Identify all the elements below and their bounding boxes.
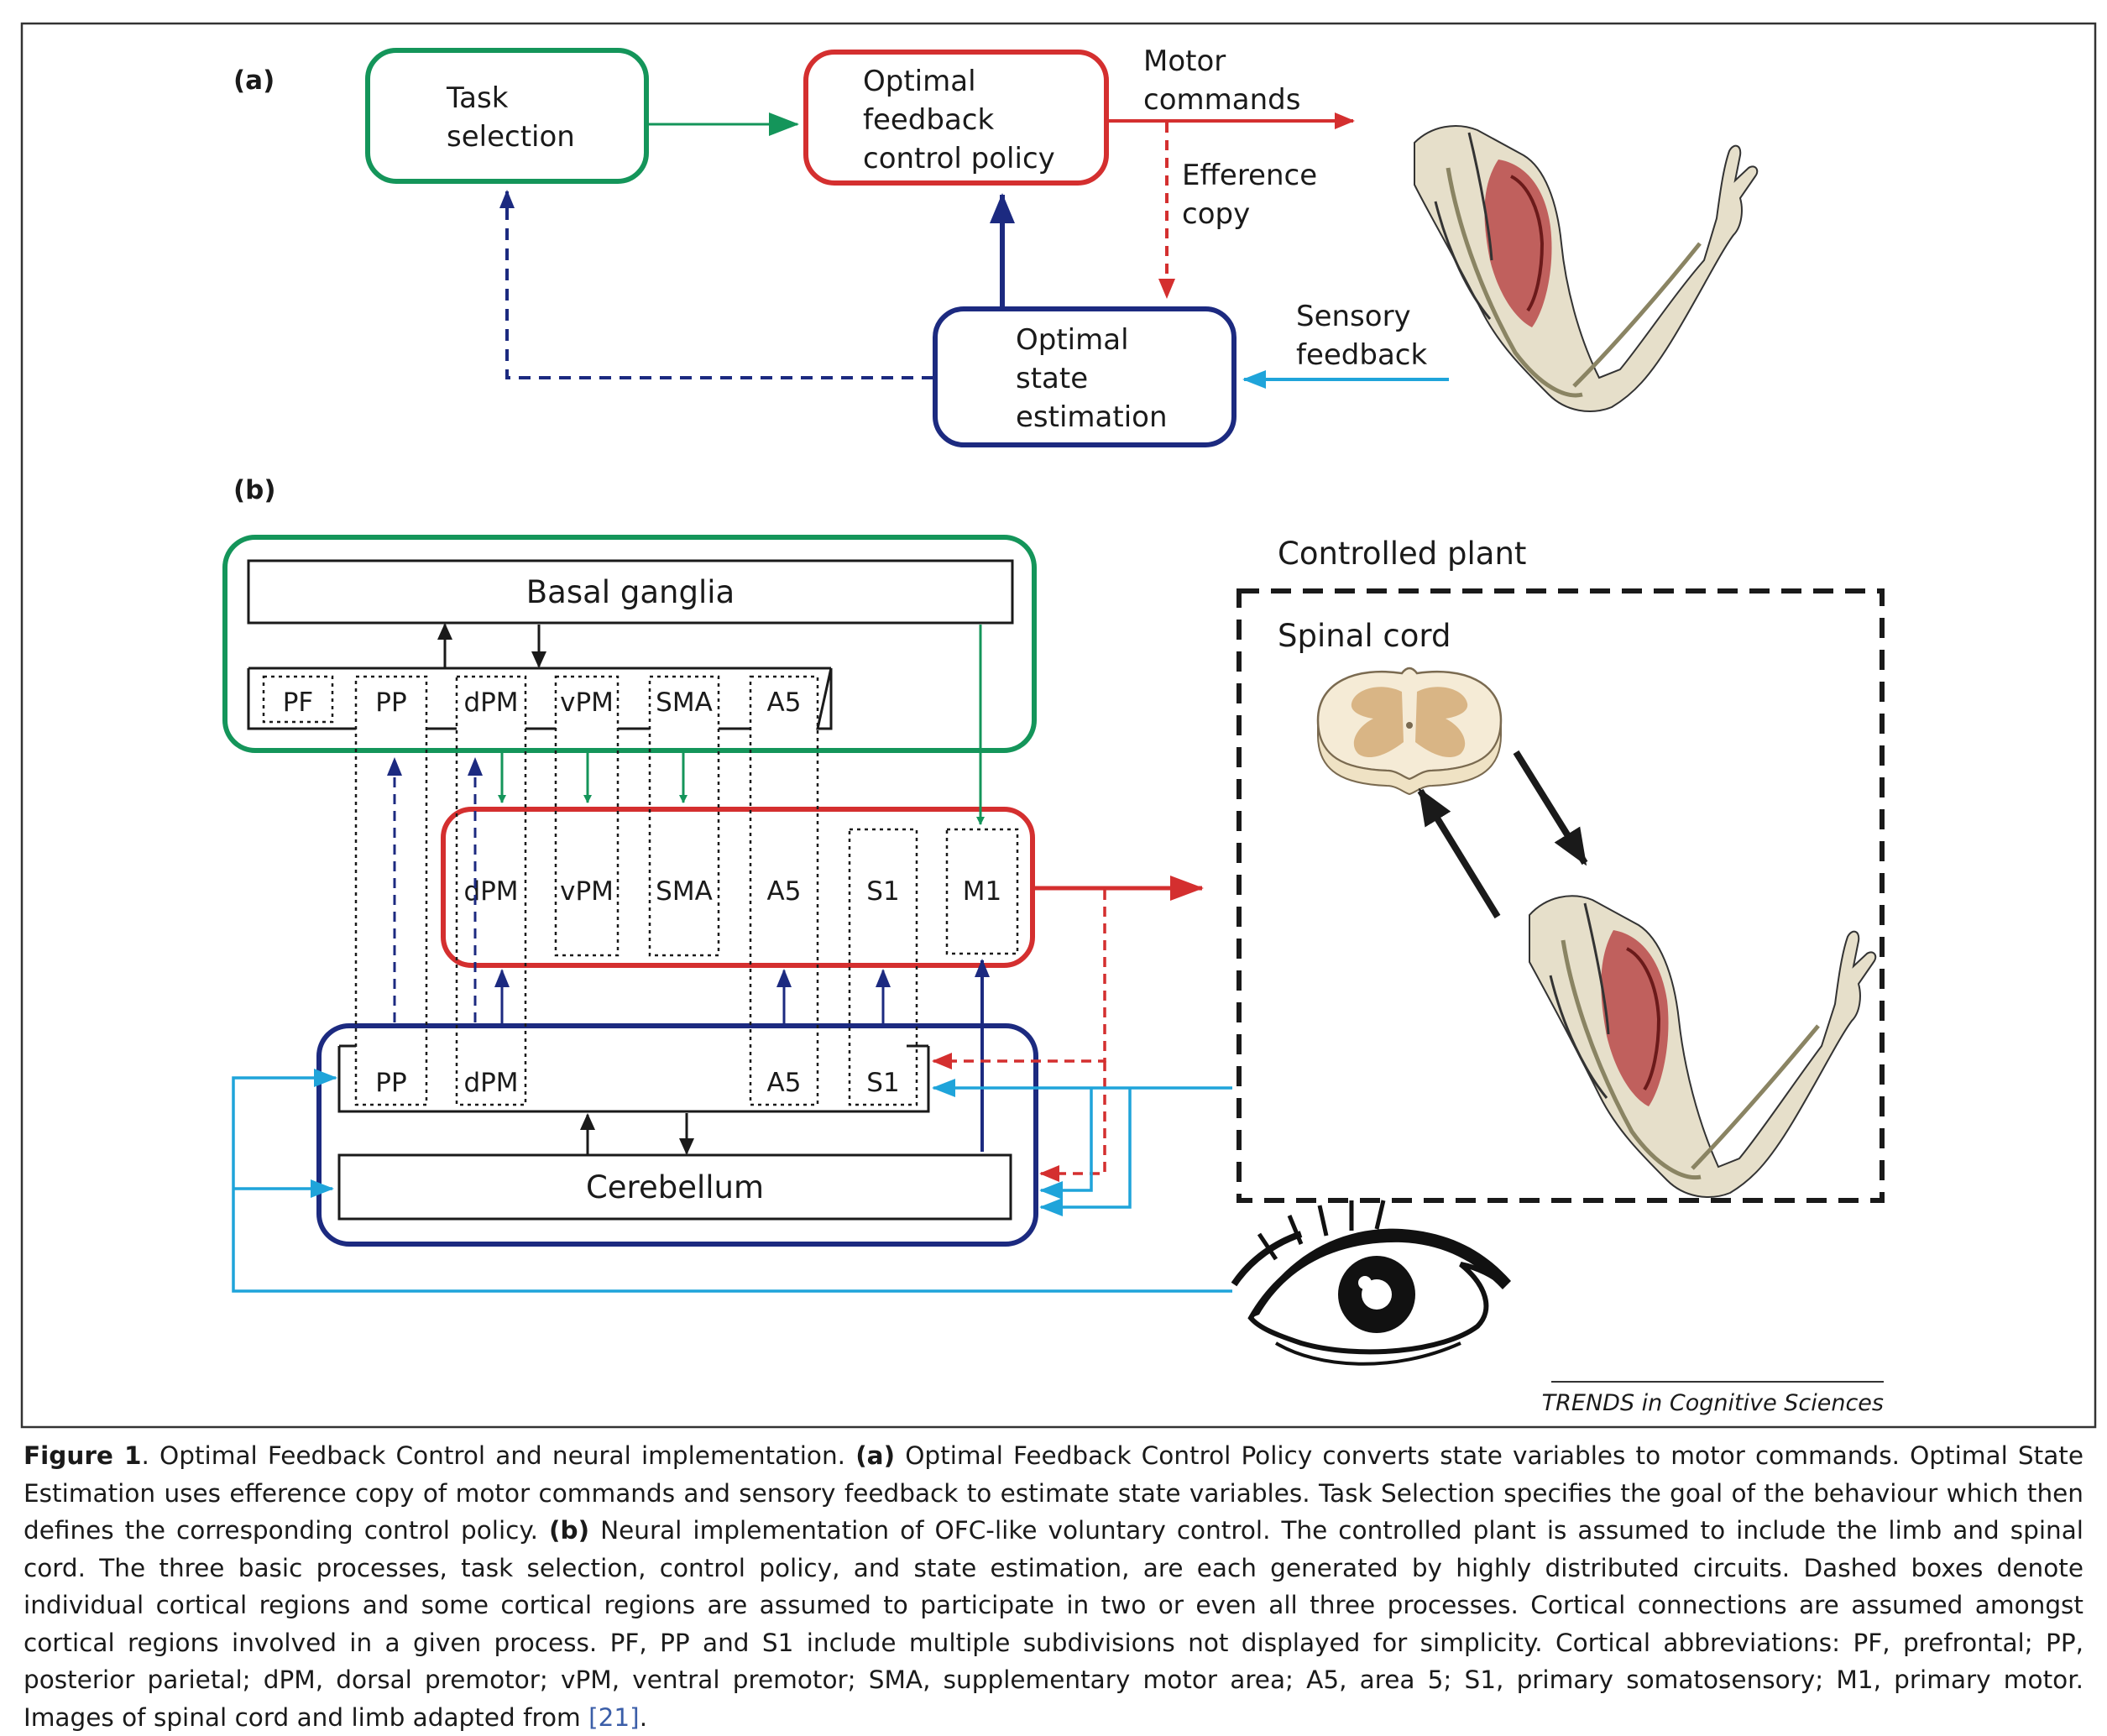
eye-illustration [1231, 1200, 1511, 1366]
region-label-dpm: dPM [463, 876, 518, 907]
label-line: Task [446, 81, 509, 115]
region-label-pp: PP [375, 688, 406, 718]
figure-diagram: (a) Task selection Optimal feedback control… [20, 22, 2097, 1429]
green-region-labels: PF PP dPM vPM SMA A5 [283, 688, 802, 718]
label-line: Motor [1143, 44, 1226, 78]
region-label-sma: SMA [656, 688, 713, 718]
control-policy-box [803, 50, 1109, 186]
region-label-a5: A5 [767, 1068, 802, 1098]
region-label-a5: A5 [767, 688, 802, 718]
region-label-pf: PF [283, 688, 314, 718]
region-label-sma: SMA [656, 876, 713, 907]
label-line: Efference [1182, 159, 1317, 192]
region-label-vpm: vPM [560, 688, 614, 718]
sensory-feedback-label: Sensory feedback [1296, 300, 1427, 372]
blue-region-labels: PP dPM A5 S1 [375, 1068, 899, 1098]
basal-ganglia-label: Basal ganglia [526, 574, 735, 610]
blue-cortex-bar [337, 1046, 930, 1113]
sensory-input-arrows [232, 1069, 1232, 1293]
green-cortex-bar [247, 667, 833, 730]
label-line: control policy [863, 142, 1055, 175]
label-line: selection [447, 120, 575, 154]
red-region-labels: dPM vPM SMA A5 S1 M1 [463, 876, 1001, 907]
caption-reference-link[interactable]: [21] [588, 1702, 640, 1732]
label-line: feedback [863, 103, 994, 137]
region-label-m1: M1 [963, 876, 1001, 907]
limb-to-spinal-arrow [1417, 787, 1501, 919]
panel-b-label: (b) [233, 475, 276, 505]
arm-illustration-a [1414, 125, 1759, 412]
region-label-dpm: dPM [463, 688, 518, 718]
task-selection-label: Task selection [446, 81, 575, 154]
spinal-cord-illustration [1316, 667, 1503, 796]
caption-a-label: (a) [855, 1441, 896, 1470]
blue-to-red-arrows [494, 959, 990, 1152]
cerebellum-box [337, 1153, 1012, 1221]
region-label-vpm: vPM [560, 876, 614, 907]
task-selection-circuit [222, 535, 1037, 753]
state-estimation-label: Optimal state estimation [1016, 323, 1168, 434]
motor-commands-label: Motor commands [1143, 44, 1300, 117]
state-estimation-circuit [316, 1023, 1038, 1247]
journal-label: TRENDS in Cognitive Sciences [1542, 1390, 1884, 1416]
label-line: Optimal [1016, 323, 1129, 357]
efference-copy-to-s1 [932, 890, 1106, 1069]
controlled-plant-label: Controlled plant [1278, 536, 1526, 572]
label-line: Sensory [1296, 300, 1411, 333]
region-label-s1: S1 [866, 1068, 899, 1098]
spinal-to-limb-arrow [1513, 750, 1588, 866]
state-estimation-box [933, 306, 1236, 447]
control-policy-circuit [441, 807, 1035, 968]
dotted-region-columns [262, 675, 1019, 1106]
caption-a-text: Optimal Feedback Control Policy converts… [24, 1441, 2084, 1545]
basal-ganglia-box [247, 559, 1014, 625]
label-line: feedback [1296, 338, 1427, 372]
arm-illustration-b [1529, 895, 1877, 1198]
caption-b-label: (b) [548, 1516, 590, 1545]
label-line: estimation [1016, 400, 1168, 434]
caption-figure-label: Figure 1 [24, 1441, 142, 1470]
caption-lead: . Optimal Feedback Control and neural im… [141, 1441, 856, 1470]
controlled-plant-box [1236, 588, 1885, 1203]
figure-frame [20, 22, 2097, 1429]
region-label-dpm: dPM [463, 1068, 518, 1098]
region-label-pp: PP [375, 1068, 406, 1098]
label-line: state [1016, 362, 1088, 395]
state-to-task-dashed-arrow [499, 190, 933, 379]
control-policy-label: Optimal feedback control policy [863, 65, 1055, 175]
efference-copy-to-cerebellum [1039, 1061, 1106, 1182]
efference-copy-label: Efference copy [1182, 159, 1317, 231]
region-label-a5: A5 [767, 876, 802, 907]
caption-end: . [639, 1702, 648, 1732]
figure-caption: Figure 1. Optimal Feedback Control and n… [24, 1437, 2084, 1732]
caption-b-text: Neural implementation of OFC-like volunt… [24, 1516, 2083, 1732]
region-label-s1: S1 [866, 876, 899, 907]
label-line: commands [1143, 83, 1300, 117]
label-line: Optimal [863, 65, 976, 98]
panel-a-label: (a) [233, 65, 274, 96]
task-selection-box [365, 48, 649, 184]
cerebellum-label: Cerebellum [586, 1169, 764, 1205]
spinal-cord-label: Spinal cord [1278, 618, 1451, 654]
label-line: copy [1182, 197, 1250, 231]
green-to-red-arrows [498, 625, 985, 825]
blue-to-green-dashed-arrows [387, 757, 483, 1022]
